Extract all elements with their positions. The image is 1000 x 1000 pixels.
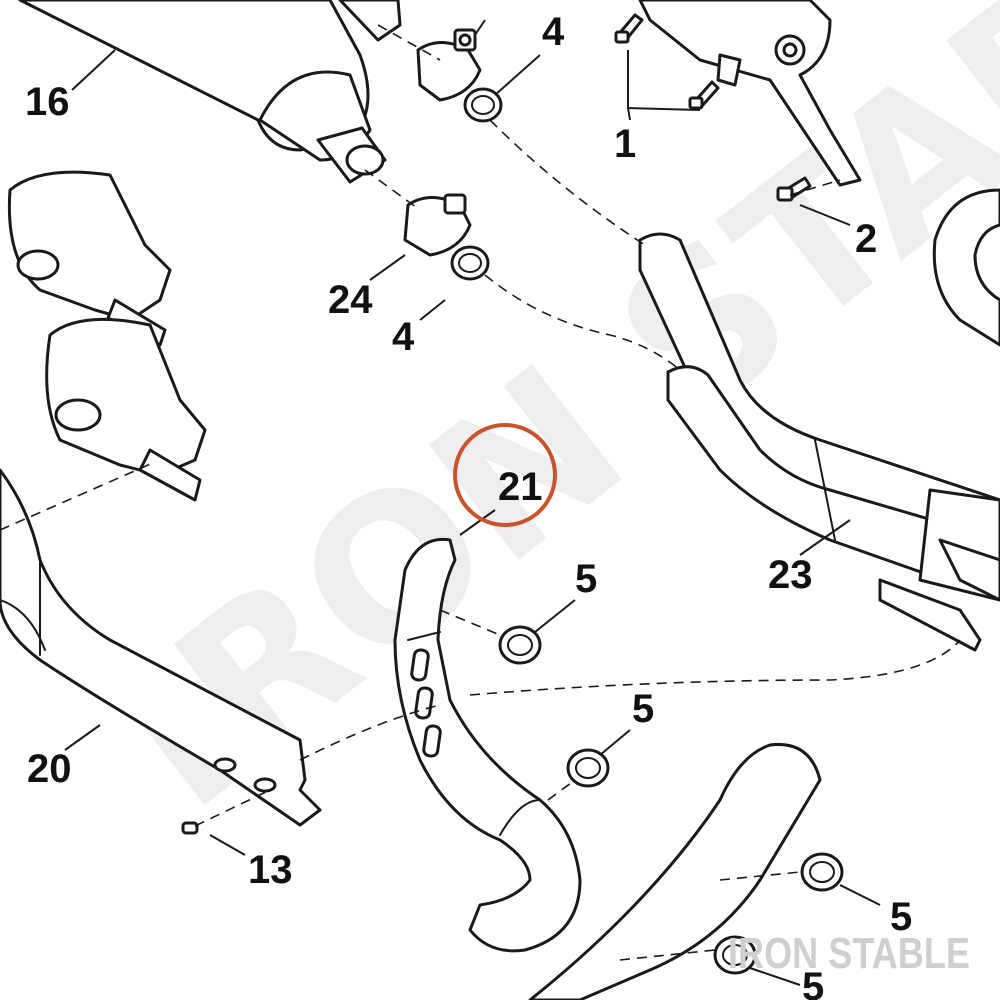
bolt-2 [776,176,812,202]
brand-mark: IRON STABLE [728,929,970,978]
callout-5d: 5 [802,965,824,1000]
highlight-circle [453,423,557,527]
callout-5c: 5 [890,895,912,939]
band-clamp-5d [713,935,757,975]
callout-4-upper: 4 [542,10,565,54]
band-clamp-5b [566,748,610,788]
front-header-pipe [393,537,582,953]
callout-4-lower: 4 [392,315,415,359]
callout-5a: 5 [575,557,597,601]
muffler-upper [18,0,402,184]
callout-13: 13 [248,848,293,892]
callout-23: 23 [768,553,813,597]
clamp-upper [416,28,482,102]
callout-1: 1 [614,122,636,166]
clamp-24 [403,193,472,257]
right-side-pipe [932,188,1000,347]
band-clamp-4-lower [450,245,490,281]
screw-13 [181,821,199,835]
mounting-plate [878,538,1000,652]
bolt-1b [688,80,720,110]
callout-5b: 5 [632,687,654,731]
muffler-end-cap-lower [45,317,207,502]
band-clamp-5c [800,852,844,892]
lower-header-pipe [528,742,822,1000]
heat-shield-bracket [638,0,862,187]
callout-20: 20 [27,747,72,791]
callout-16: 16 [25,80,70,124]
callout-21: 21 [498,465,543,509]
leader-lines [64,19,881,986]
bolt-1a [614,13,644,44]
callout-24: 24 [328,278,373,322]
callout-2: 2 [855,217,877,261]
assembly-lines [0,24,961,961]
rear-header-pipe [0,468,322,827]
band-clamp-4-upper [463,87,503,123]
band-clamp-5a [498,625,542,665]
